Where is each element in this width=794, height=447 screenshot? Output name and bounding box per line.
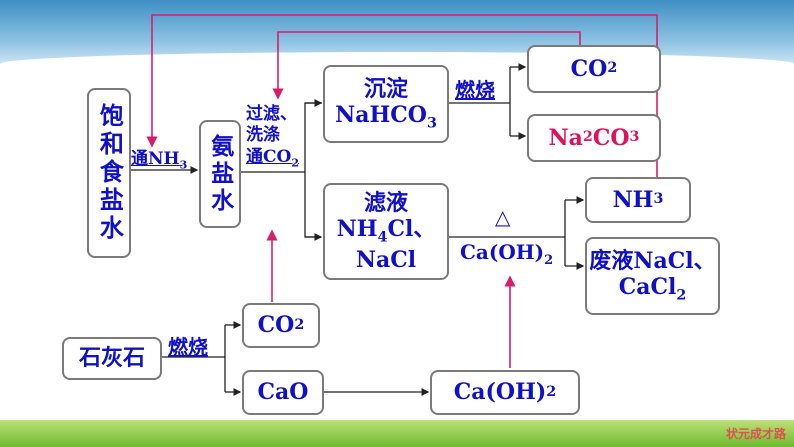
nh3-text: NH bbox=[612, 186, 654, 213]
waste-box: 废液NaCl、 CaCl2 bbox=[585, 237, 720, 315]
caoh2-label: Ca(OH)2 bbox=[460, 240, 554, 268]
filtrate-box: 滤液 NH4Cl、 NaCl bbox=[323, 183, 449, 280]
co2-bottom-text: CO bbox=[257, 312, 295, 339]
precipitate-box: 沉淀 NaHCO3 bbox=[323, 65, 449, 143]
add-co2-text: 通CO bbox=[246, 146, 292, 167]
filtrate-label: 滤液 bbox=[363, 189, 408, 216]
grass-background bbox=[0, 420, 794, 447]
add-nh3-label: 通NH3 bbox=[131, 149, 188, 172]
add-nh3-text: 通NH bbox=[131, 149, 180, 169]
recycle-nh3-line bbox=[146, 14, 658, 177]
brine-box: 饱和食盐水 bbox=[87, 88, 131, 258]
wash-text: 洗涤 bbox=[246, 125, 280, 146]
caoh2-bottom-text: Ca(OH) bbox=[453, 379, 547, 406]
caoh2-box: Ca(OH)2 bbox=[430, 370, 580, 415]
filter-label: 过滤、 洗涤 通CO2 bbox=[246, 104, 300, 169]
precipitate-label: 沉淀 bbox=[363, 75, 408, 102]
filtrate-nh4cl: NH bbox=[336, 216, 378, 243]
heat-symbol: △ bbox=[495, 205, 511, 229]
burn-top-label: 燃烧 bbox=[455, 78, 495, 102]
caoh2-text: Ca(OH) bbox=[460, 240, 545, 264]
recycle-co2-line bbox=[272, 31, 581, 100]
co2-top-text: CO bbox=[570, 55, 608, 82]
limestone-box: 石灰石 bbox=[62, 337, 162, 380]
burn-bottom-label: 燃烧 bbox=[168, 335, 208, 359]
na2co3-text: Na bbox=[548, 124, 583, 151]
waste-label: 废液NaCl、 bbox=[589, 247, 716, 274]
logo: 状元成才路 bbox=[725, 427, 786, 441]
precipitate-formula: NaHCO bbox=[335, 101, 427, 128]
cao-box: CaO bbox=[242, 370, 324, 415]
filtrate-nacl: NaCl bbox=[355, 246, 417, 273]
filter-text: 过滤、 bbox=[246, 104, 297, 124]
waste-cacl2: CaCl bbox=[618, 273, 677, 300]
ammonia-brine-box: 氨盐水 bbox=[199, 120, 241, 228]
bracket-filter bbox=[304, 102, 322, 238]
